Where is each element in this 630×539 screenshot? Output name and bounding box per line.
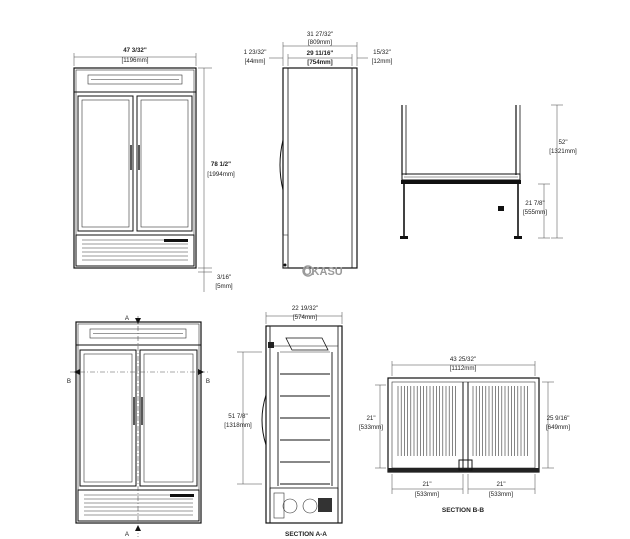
side-view <box>269 42 368 269</box>
section-a-title: SECTION A-A <box>285 531 327 538</box>
sec-a-height-label: 51 7/8" <box>228 413 247 420</box>
section-b-view <box>375 361 554 494</box>
sec-b-right-mm-label: [649mm] <box>546 424 570 431</box>
section-a-view <box>237 312 343 524</box>
foot-mm-label: [5mm] <box>215 283 232 290</box>
sec-a-depth-label: 22 19/32" <box>292 305 318 312</box>
section-b-title: SECTION B-B <box>442 507 485 514</box>
crate-leg-mm-label: [555mm] <box>523 209 547 216</box>
foot-label: 3/16" <box>217 274 231 281</box>
section-mark-a-bottom: A <box>125 531 130 538</box>
sec-a-depth-mm-label: [574mm] <box>293 314 317 321</box>
sec-b-left-mm-label: [533mm] <box>359 424 383 431</box>
front-view-sections <box>70 316 208 537</box>
side-depth-label: 31 27/32" <box>307 31 333 38</box>
section-mark-b-left: B <box>67 378 71 385</box>
crate-leg-label: 21 7/8" <box>525 200 544 207</box>
sec-b-right-label: 25 9/16" <box>547 415 570 422</box>
sec-b-left-label: 21" <box>366 415 375 422</box>
watermark-logo: OKASU <box>303 266 343 278</box>
sec-b-bottom2-mm-label: [533mm] <box>489 491 513 498</box>
sec-b-bottom2-label: 21" <box>496 481 505 488</box>
crate-view <box>400 104 563 239</box>
sec-b-width-mm-label: [1112mm] <box>450 365 477 372</box>
front-width-label: 47 3/32" <box>123 47 147 54</box>
side-mid-label: 29 11/16" <box>307 50 334 57</box>
crate-height-mm-label: [1321mm] <box>549 148 577 155</box>
front-height-label: 78 1/2" <box>211 161 231 168</box>
front-height-mm-label: [1994mm] <box>207 171 235 178</box>
front-view <box>73 53 212 292</box>
front-width-mm-label: [1196mm] <box>121 57 148 64</box>
side-right-mm-label: [12mm] <box>372 58 393 65</box>
side-left-label: 1 23/32" <box>244 49 267 56</box>
side-depth-mm-label: [809mm] <box>308 39 332 46</box>
sec-b-width-label: 43 25/32" <box>450 356 476 363</box>
side-mid-mm-label: [754mm] <box>307 59 332 66</box>
section-mark-b-right: B <box>206 378 210 385</box>
side-left-mm-label: [44mm] <box>245 58 266 65</box>
crate-height-label: 52" <box>558 139 567 146</box>
sec-b-bottom1-label: 21" <box>422 481 431 488</box>
section-mark-a-top: A <box>125 315 130 322</box>
sec-a-height-mm-label: [1318mm] <box>224 422 252 429</box>
side-right-label: 15/32" <box>373 49 391 56</box>
sec-b-bottom1-mm-label: [533mm] <box>415 491 439 498</box>
